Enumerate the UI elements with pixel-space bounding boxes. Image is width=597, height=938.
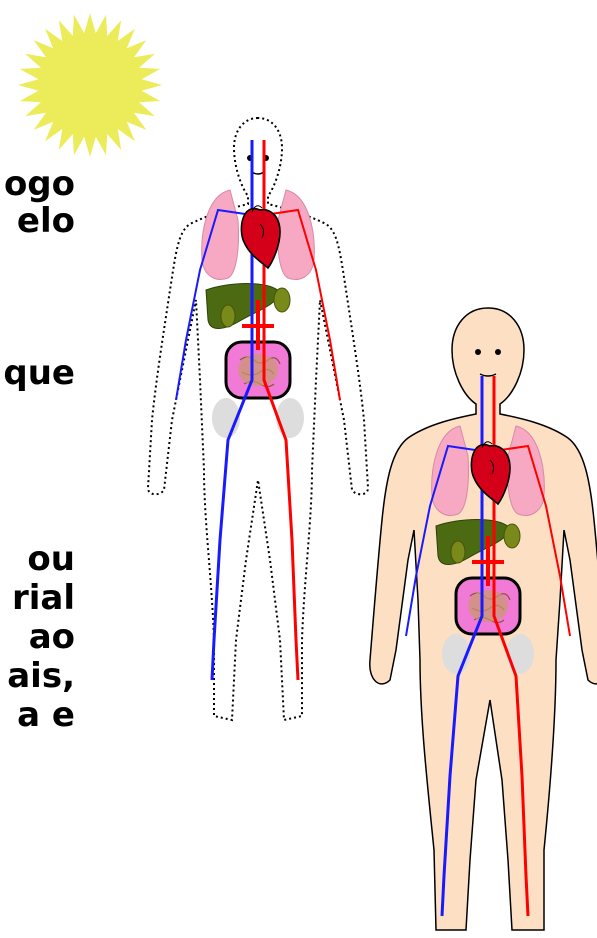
sun-icon [18, 13, 162, 157]
text-fragment-4: ou [27, 539, 75, 579]
text-fragment-2: elo [16, 201, 75, 241]
text-fragment-5: rial [11, 578, 75, 618]
circulatory-system-outline-figure [146, 116, 370, 722]
circulatory-system-skin-figure [369, 307, 597, 931]
text-fragment-8: a e [17, 695, 75, 735]
text-fragment-7: ais, [7, 656, 75, 696]
text-fragment-3: que [3, 353, 75, 393]
text-fragment-1: ogo [3, 164, 75, 204]
text-fragment-6: ao [28, 617, 75, 657]
